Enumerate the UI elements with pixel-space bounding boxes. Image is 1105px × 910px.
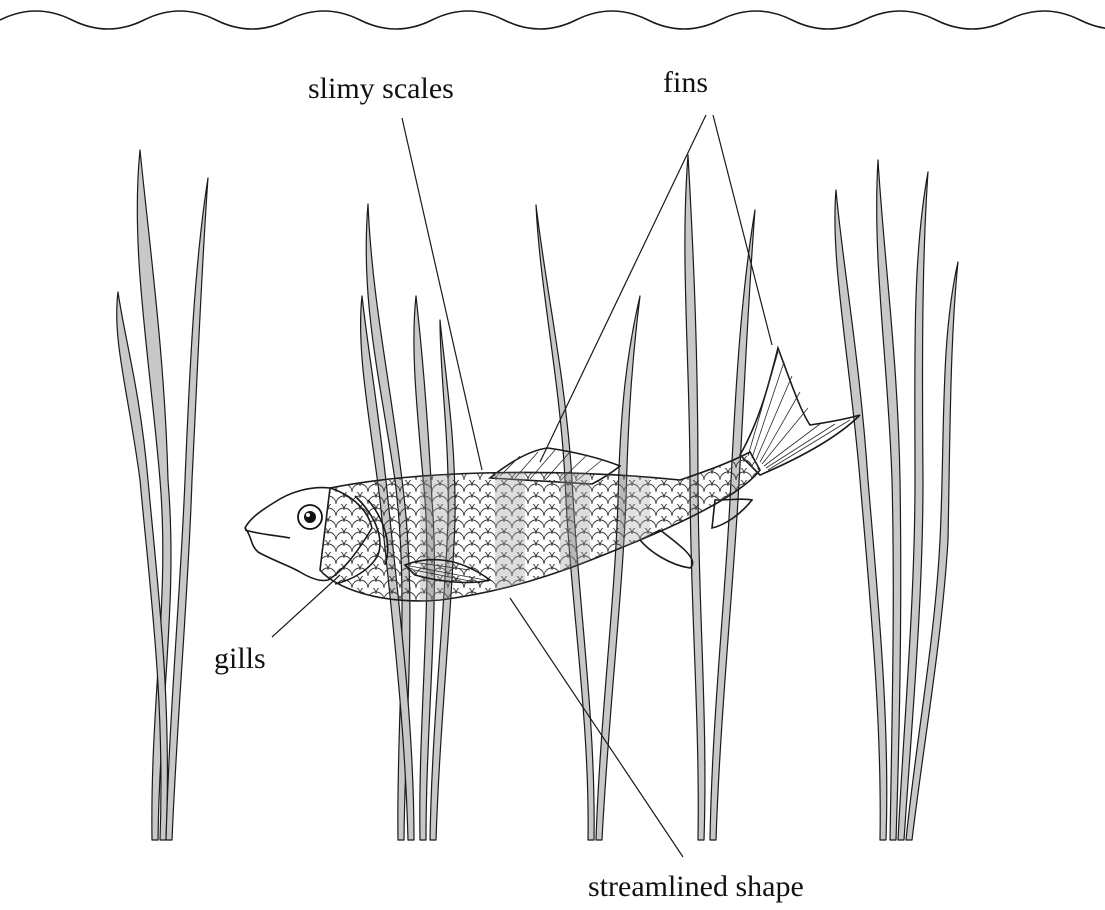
fish xyxy=(245,348,860,620)
tail-fin-rays xyxy=(748,352,850,470)
label-gills: gills xyxy=(214,642,266,675)
scales-texture xyxy=(320,440,770,620)
water-surface-line xyxy=(0,11,1105,29)
label-streamlined-shape: streamlined shape xyxy=(588,870,804,903)
leader-gills xyxy=(272,575,340,637)
leader-slimy-scales xyxy=(402,118,482,470)
label-fins: fins xyxy=(663,66,708,99)
mouth xyxy=(245,530,290,538)
weed-blade xyxy=(710,210,755,840)
label-slimy-scales: slimy scales xyxy=(308,72,454,105)
weed-blade xyxy=(596,296,640,840)
weed-blade xyxy=(835,190,887,840)
weed-blade xyxy=(166,178,208,840)
fish-pupil xyxy=(304,511,316,523)
